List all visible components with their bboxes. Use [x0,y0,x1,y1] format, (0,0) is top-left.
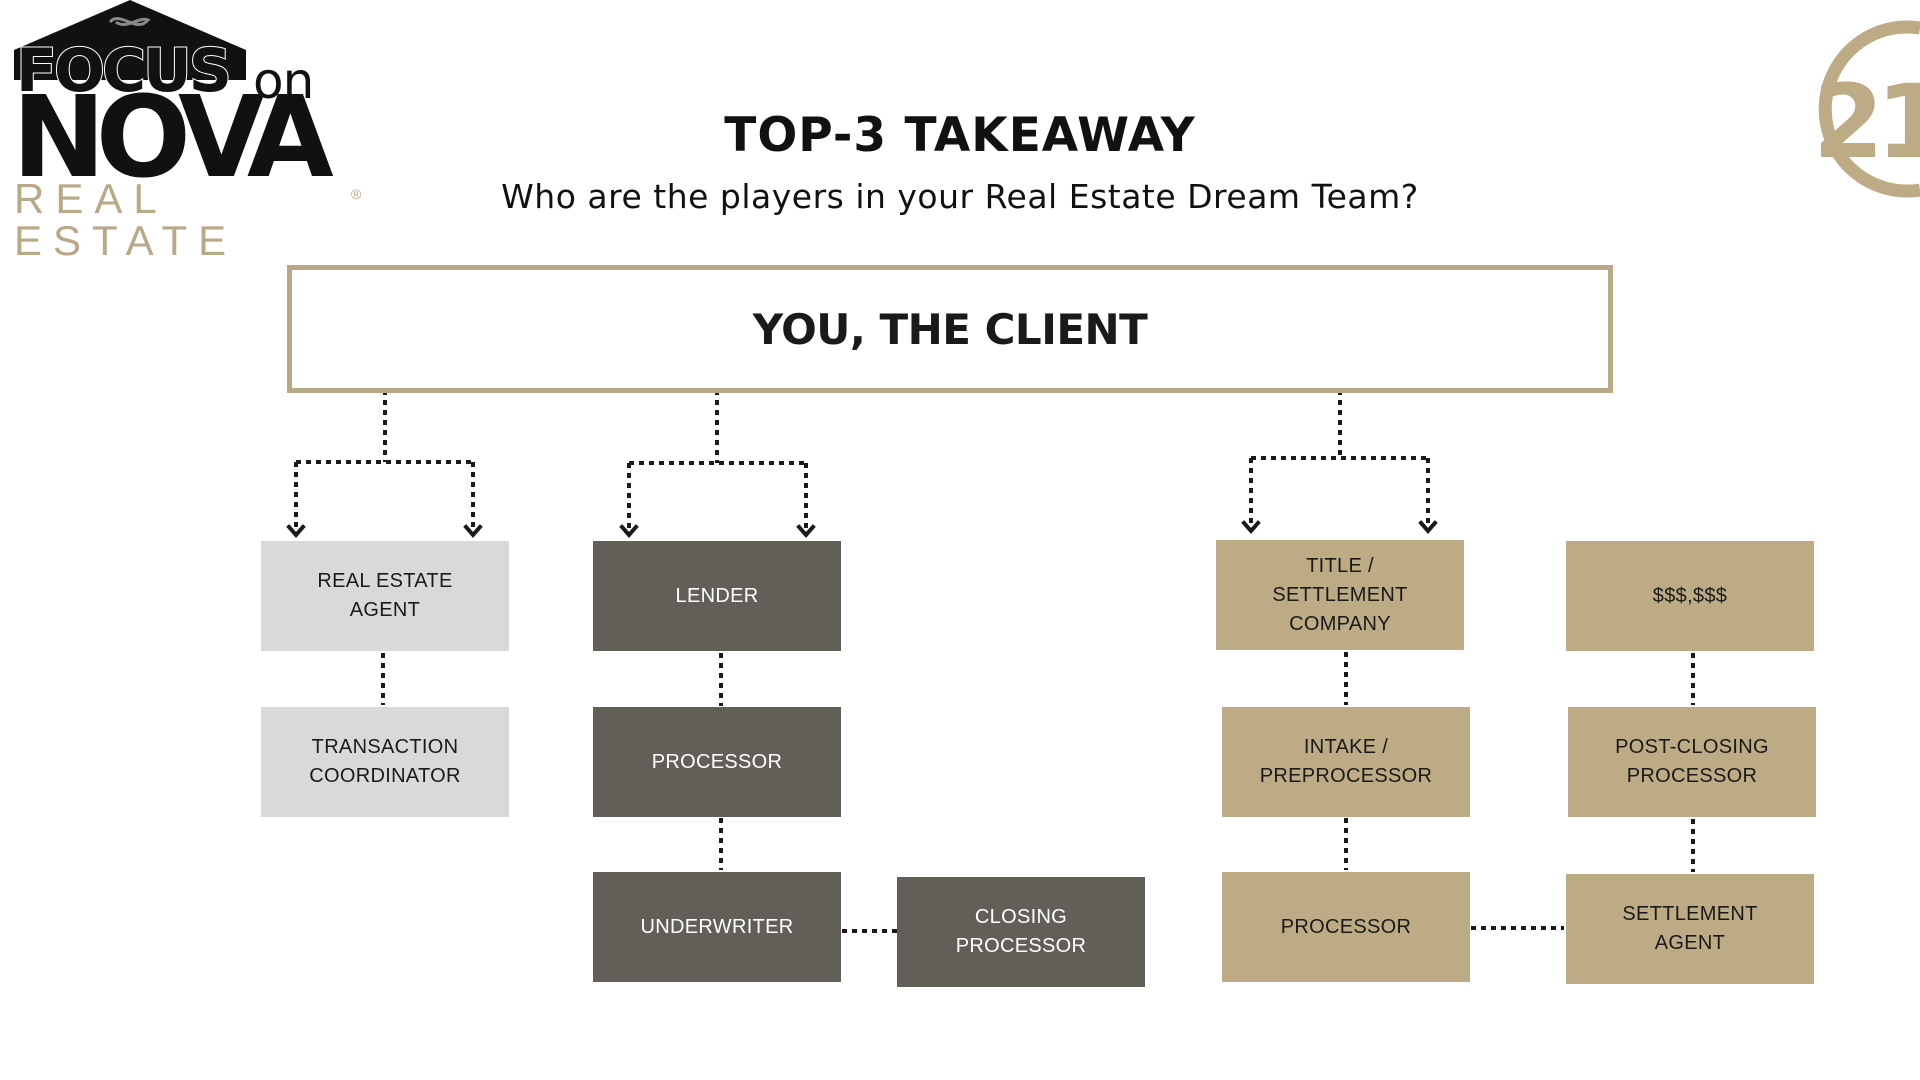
intake-preprocessor-box: INTAKE / PREPROCESSOR [1222,707,1470,817]
settlement-agent-box: SETTLEMENT AGENT [1566,874,1814,984]
c21-number: 21 [1813,63,1920,182]
node-label-line: SETTLEMENT [1272,583,1408,606]
node-label-line: COORDINATOR [309,765,461,787]
node-label-line: INTAKE / [1303,736,1389,758]
logo-on-text: on [253,52,314,110]
node-label-line: PREPROCESSOR [1259,765,1433,787]
node-label-line: REAL ESTATE [317,570,453,592]
transaction-coordinator-box: TRANSACTION COORDINATOR [261,707,509,817]
title-processor-box: PROCESSOR [1222,872,1470,982]
node-label-line: AGENT [1654,932,1726,954]
title-settlement-company-box: TITLE / SETTLEMENT COMPANY [1216,540,1464,650]
money-amount-box: $$$,$$$ [1566,541,1814,651]
node-label-line: CLOSING [974,906,1068,928]
node-label-line: COMPANY [1289,612,1391,635]
logo-focus-text: FOCUS [15,35,233,107]
node-label-line: PROCESSOR [1280,915,1412,938]
node-label-line: UNDERWRITER [640,915,794,938]
lender-processor-box: PROCESSOR [593,707,841,817]
node-label-line: LENDER [675,584,759,607]
page-subtitle: Who are the players in your Real Estate … [501,177,1419,216]
c21-trademark: ™ [1913,149,1920,158]
century-21-logo: 21 ™ [1740,0,1920,220]
node-label-line: TRANSACTION [311,736,459,758]
node-label-line: AGENT [349,599,421,621]
house-roof-icon [14,0,246,80]
underwriter-box: UNDERWRITER [593,872,841,982]
lender-box: LENDER [593,541,841,651]
real-estate-agent-box: REAL ESTATE AGENT [261,541,509,651]
node-label-line: $$$,$$$ [1652,584,1728,607]
logo-real-estate-text: REAL ESTATE [14,175,238,264]
node-label-line: PROCESSOR [651,750,783,773]
page-title: TOP-3 TAKEAWAY [724,108,1196,163]
closing-processor-box: CLOSING PROCESSOR [897,877,1145,987]
node-label-line: SETTLEMENT [1622,903,1758,925]
post-closing-processor-box: POST-CLOSING PROCESSOR [1568,707,1816,817]
node-label-line: TITLE / [1306,554,1374,577]
logo-registered-mark: ® [351,186,362,202]
logo-nova-text: NOVA [12,73,334,203]
client-box: YOU, THE CLIENT [287,265,1613,393]
node-label-line: POST-CLOSING [1615,736,1769,758]
node-label-line: PROCESSOR [955,935,1087,957]
focus-on-nova-logo: FOCUS on NOVA REAL ESTATE ® [6,0,366,262]
node-label-line: PROCESSOR [1626,765,1758,787]
